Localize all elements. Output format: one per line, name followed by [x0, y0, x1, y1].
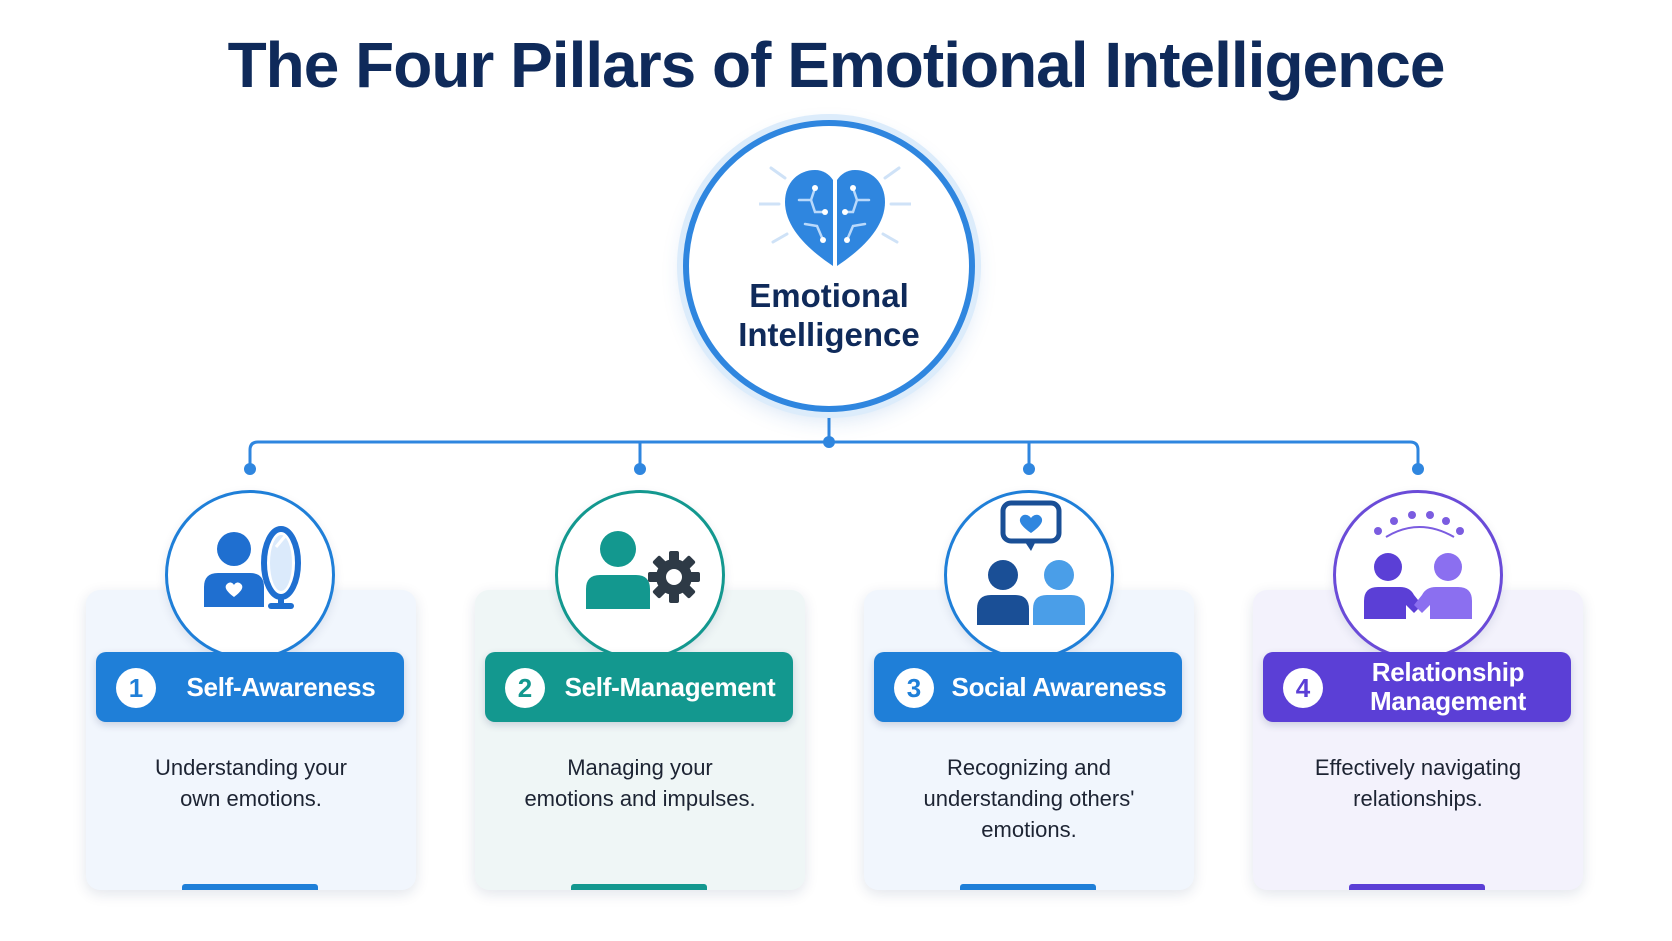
brain-heart-icon — [759, 166, 911, 266]
person-gear-icon — [586, 531, 700, 609]
pillar-title-line1: Social Awareness — [951, 671, 1167, 702]
card-accent-bar — [1349, 884, 1485, 890]
pillar-number: 3 — [894, 668, 934, 708]
desc-line: Understanding your — [154, 755, 347, 780]
page-title: The Four Pillars of Emotional Intelligen… — [227, 29, 1446, 101]
hub-label-line1: Emotional — [749, 277, 909, 314]
pillar-title: Self-Awareness — [168, 652, 394, 722]
pillar-medallion-self-awareness — [165, 490, 335, 660]
pillar-title-line1: Self-Management — [564, 671, 776, 702]
desc-line: Recognizing and — [947, 755, 1111, 780]
pillar-medallion-self-management — [555, 490, 725, 660]
pillar-title-line2: Management — [1370, 686, 1526, 716]
people-speech-heart-icon — [977, 500, 1085, 625]
desc-line: Managing your — [567, 755, 713, 780]
pillar-description-social-awareness: Recognizing and understanding others' em… — [884, 752, 1174, 845]
pillar-description-self-management: Managing your emotions and impulses. — [495, 752, 785, 814]
pillar-medallion-social-awareness — [944, 490, 1114, 660]
pillar-title-line1: Relationship — [1371, 657, 1525, 687]
pillar-number: 1 — [116, 668, 156, 708]
card-accent-bar — [182, 884, 318, 890]
hub-label: Emotional Intelligence — [709, 276, 949, 354]
pillar-description-self-awareness: Understanding your own emotions. — [106, 752, 396, 814]
pillar-number: 2 — [505, 668, 545, 708]
pillar-medallion-relationship-management — [1333, 490, 1503, 660]
desc-line: relationships. — [1353, 786, 1483, 811]
hub-circle: Emotional Intelligence — [683, 120, 975, 412]
pillar-title: Social Awareness — [946, 652, 1172, 722]
hub-label-line2: Intelligence — [738, 316, 920, 353]
pillar-title: Self-Management — [557, 652, 783, 722]
pillar-title-line1: Self-Awareness — [186, 671, 376, 702]
person-mirror-icon — [204, 526, 301, 609]
pillar-badge-self-awareness: 1 Self-Awareness — [96, 652, 404, 722]
desc-line: understanding others' — [923, 786, 1135, 811]
handshake-people-icon — [1364, 511, 1472, 619]
desc-line: emotions. — [981, 817, 1077, 842]
pillar-badge-social-awareness: 3 Social Awareness — [874, 652, 1182, 722]
pillar-number: 4 — [1283, 668, 1323, 708]
card-accent-bar — [960, 884, 1096, 890]
pillar-badge-self-management: 2 Self-Management — [485, 652, 793, 722]
desc-line: emotions and impulses. — [524, 786, 756, 811]
pillar-description-relationship-management: Effectively navigating relationships. — [1273, 752, 1563, 814]
desc-line: Effectively navigating — [1314, 755, 1522, 780]
desc-line: own emotions. — [180, 786, 322, 811]
card-accent-bar — [571, 884, 707, 890]
